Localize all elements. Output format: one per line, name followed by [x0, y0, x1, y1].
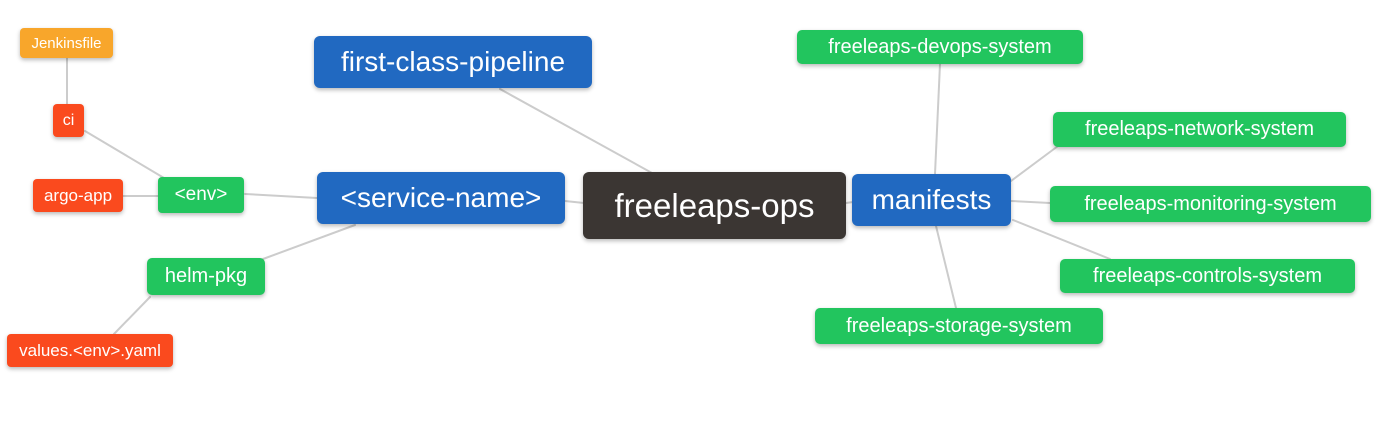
node-freeleaps-storage-system[interactable]: freeleaps-storage-system — [815, 308, 1103, 344]
edge-manifests-network-system — [1010, 145, 1059, 182]
edge-manifests-storage-system — [935, 225, 957, 309]
edge-manifests-devops-system — [934, 63, 941, 175]
node-argo-app[interactable]: argo-app — [33, 179, 123, 212]
node-env[interactable]: <env> — [158, 177, 244, 213]
edge-helm-pkg-values-env-yaml — [113, 296, 151, 335]
node-ci[interactable]: ci — [53, 104, 84, 137]
node-freeleaps-devops-system[interactable]: freeleaps-devops-system — [797, 30, 1083, 64]
edge-root-manifests — [845, 201, 854, 204]
node-freeleaps-monitoring-system[interactable]: freeleaps-monitoring-system — [1050, 186, 1371, 222]
edge-manifests-controls-system — [1012, 219, 1111, 260]
edge-service-name-root — [564, 200, 585, 204]
edge-service-name-helm-pkg — [262, 224, 356, 260]
node-freeleaps-network-system[interactable]: freeleaps-network-system — [1053, 112, 1346, 147]
node-first-class-pipeline[interactable]: first-class-pipeline — [314, 36, 592, 88]
node-manifests[interactable]: manifests — [852, 174, 1011, 226]
edge-env-service-name — [244, 193, 318, 199]
edge-manifests-monitoring-system — [1010, 200, 1051, 204]
node-values-env-yaml[interactable]: values.<env>.yaml — [7, 334, 173, 367]
node-service-name[interactable]: <service-name> — [317, 172, 565, 224]
node-freeleaps-controls-system[interactable]: freeleaps-controls-system — [1060, 259, 1355, 293]
node-freeleaps-ops[interactable]: freeleaps-ops — [583, 172, 846, 239]
edge-ci-env — [84, 130, 165, 179]
node-helm-pkg[interactable]: helm-pkg — [147, 258, 265, 295]
edge-first-class-pipeline-root — [499, 88, 653, 174]
node-jenkinsfile[interactable]: Jenkinsfile — [20, 28, 113, 58]
